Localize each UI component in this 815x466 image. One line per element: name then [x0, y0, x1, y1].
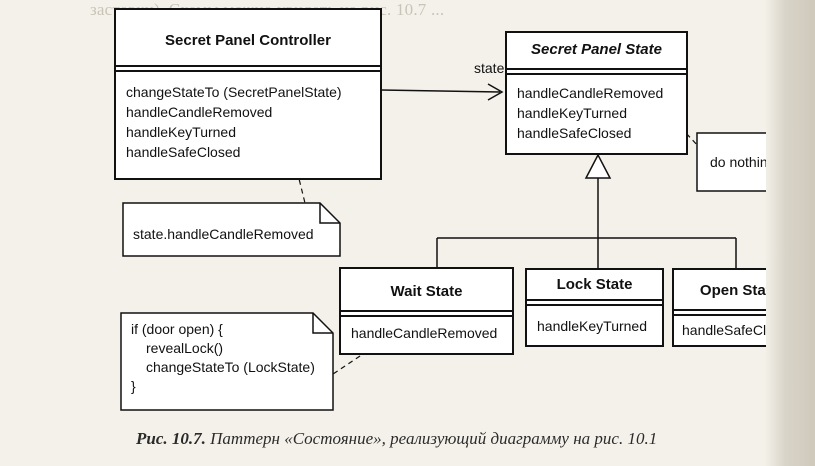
- code-line: if (door open) {: [131, 321, 223, 337]
- code-line: changeStateTo (LockState): [146, 359, 315, 375]
- figure-caption: Рис. 10.7. Паттерн «Состояние», реализую…: [136, 429, 796, 449]
- class-name-open: Open State: [699, 282, 780, 299]
- class-secret-panel-state: Secret Panel State handleCandleRemoved h…: [505, 31, 688, 155]
- class-operations-state: handleCandleRemoved handleKeyTurned hand…: [517, 83, 663, 143]
- note-anchor-do-nothing: [667, 113, 701, 149]
- class-name-lock: Lock State: [556, 276, 633, 293]
- operation: handleKeyTurned: [126, 124, 237, 140]
- operation: changeStateTo (SecretPanelState): [126, 84, 342, 100]
- class-operations-lock: handleKeyTurned: [537, 316, 647, 336]
- association-arrowhead: [487, 83, 504, 101]
- class-name-state: Secret Panel State: [531, 41, 662, 58]
- operation: handleKeyTurned: [537, 318, 648, 334]
- class-lock-state: Lock State handleKeyTurned: [525, 268, 664, 347]
- note-text-delegate: state.handleCandleRemoved: [133, 226, 314, 242]
- operation: handleSafeClosed: [126, 144, 241, 160]
- operation: handleKeyTurned: [517, 105, 628, 121]
- class-wait-state: Wait State handleCandleRemoved: [339, 267, 514, 355]
- class-separator: [527, 299, 662, 306]
- class-separator: [116, 65, 380, 72]
- code-line: }: [131, 378, 136, 394]
- note-shape-code: [120, 312, 334, 411]
- code-line: revealLock(): [146, 340, 224, 356]
- association-line: [380, 89, 501, 93]
- figure-caption-text: Паттерн «Состояние», реализующий диаграм…: [210, 429, 658, 448]
- note-text-do-nothing: do nothing: [710, 154, 776, 170]
- class-operations-wait: handleCandleRemoved: [351, 323, 497, 343]
- class-secret-panel-controller: Secret Panel Controller changeStateTo (S…: [114, 8, 382, 180]
- class-name-controller: Secret Panel Controller: [165, 32, 331, 49]
- page-edge-shadow: [766, 0, 815, 466]
- class-separator: [341, 310, 512, 317]
- operation: handleSafeClosed: [517, 125, 632, 141]
- generalization-triangle: [584, 153, 612, 179]
- note-shape-delegate: [122, 202, 341, 257]
- class-separator: [674, 309, 805, 316]
- note-text-code: if (door open) { revealLock() changeStat…: [131, 320, 315, 396]
- operation: handleCandleRemoved: [517, 85, 664, 101]
- figure-number: Рис. 10.7.: [136, 429, 206, 448]
- operation: handleCandleRemoved: [351, 325, 498, 341]
- class-name-wait: Wait State: [390, 283, 463, 300]
- class-separator: [507, 68, 686, 75]
- operation: handleCandleRemoved: [126, 104, 273, 120]
- class-operations-controller: changeStateTo (SecretPanelState) handleC…: [126, 82, 342, 162]
